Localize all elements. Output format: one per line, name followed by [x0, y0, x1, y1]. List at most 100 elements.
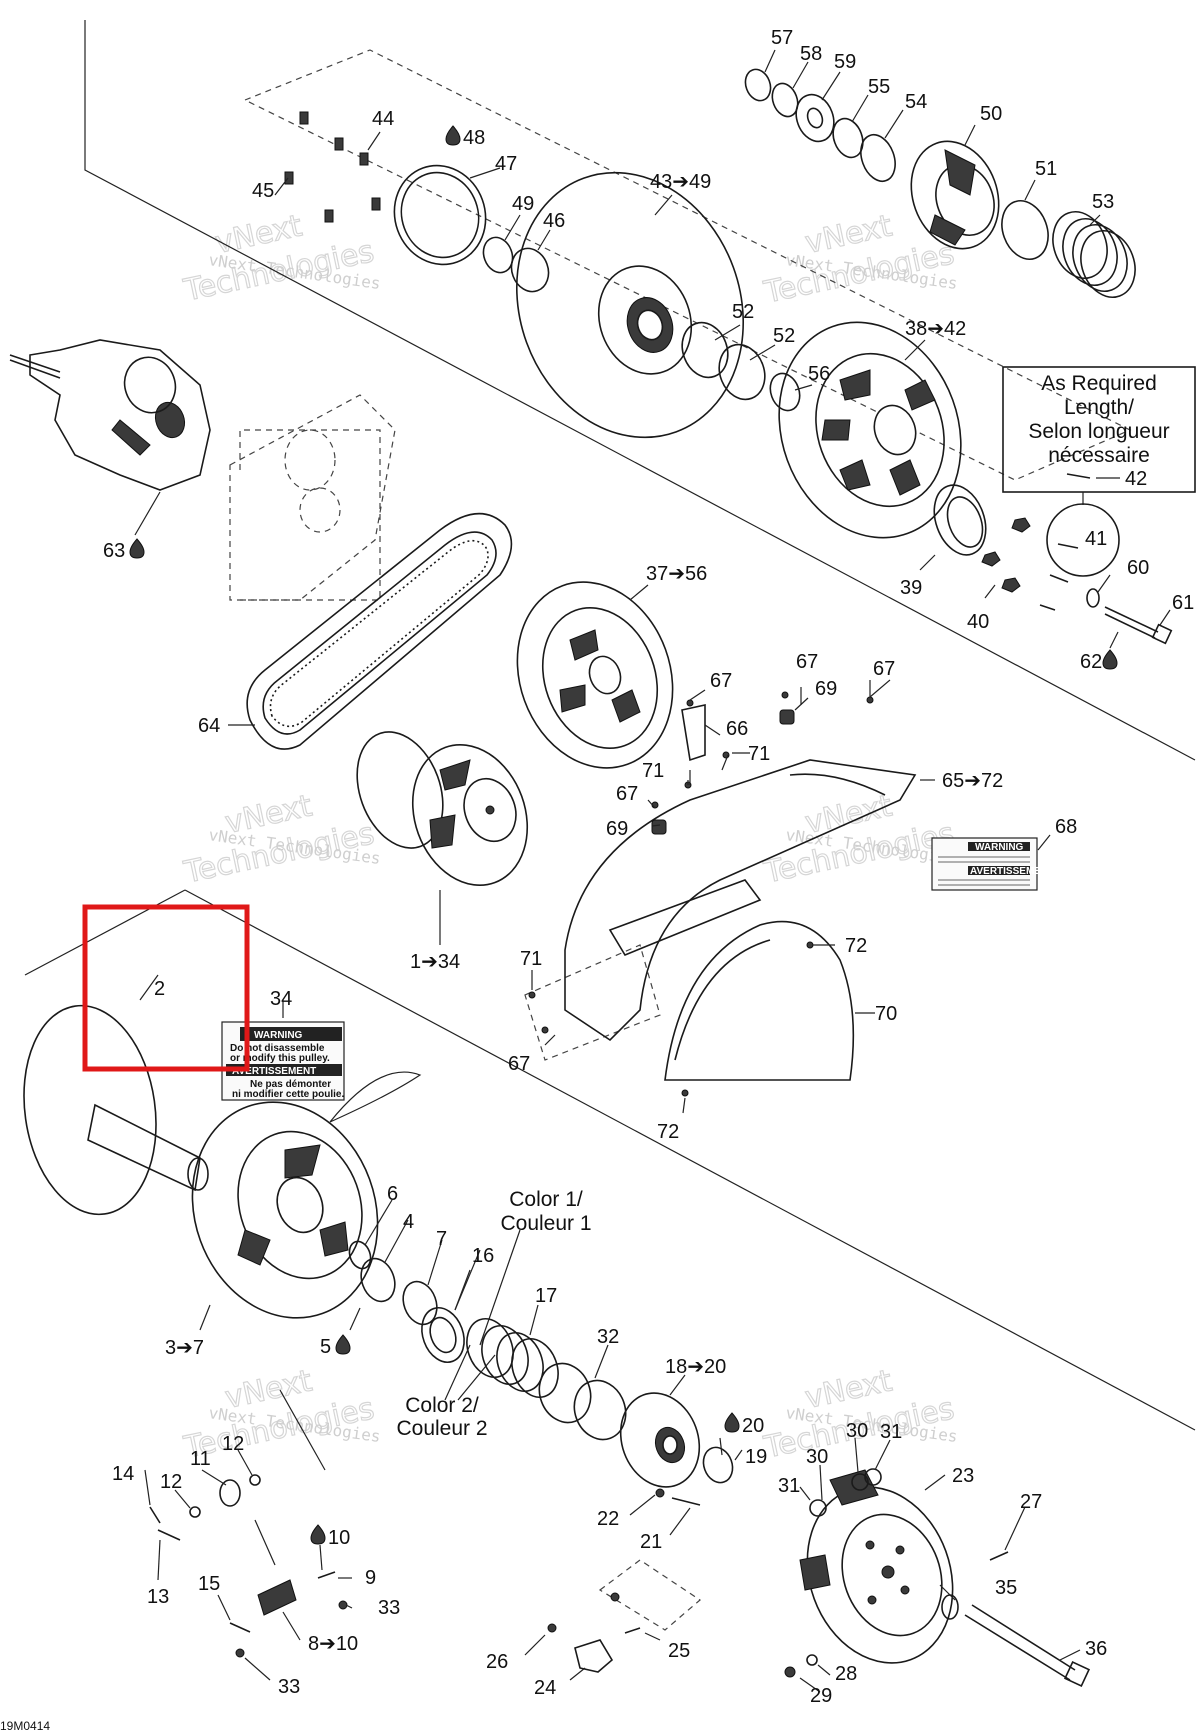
highlight-box [82, 904, 250, 1072]
part-8 [257, 1579, 297, 1616]
part-23 [799, 1469, 954, 1664]
part-40 [1001, 577, 1021, 593]
callout-12b: 12 [222, 1433, 244, 1455]
callout-55: 55 [868, 76, 890, 98]
callout-41: 41 [1085, 528, 1107, 550]
callout-15: 15 [198, 1573, 220, 1595]
part-70 [664, 920, 855, 1081]
part-18 [619, 1392, 701, 1488]
callout-31b: 31 [880, 1421, 902, 1443]
part-38 [778, 321, 962, 539]
part-3 [191, 1101, 379, 1319]
callout-72a: 72 [845, 935, 867, 957]
callout-37-56: 37➔56 [646, 563, 707, 585]
parts-group: As Required Length/ Selon longueur néces… [9, 68, 1196, 1688]
callout-36: 36 [1085, 1638, 1107, 1660]
callout-72b: 72 [657, 1121, 679, 1143]
part-57 [744, 68, 772, 102]
color-2-line-2: Couleur 2 [396, 1417, 487, 1440]
note-box: As Required Length/ Selon longueur néces… [1002, 366, 1196, 505]
callout-48: 48 [463, 127, 485, 149]
callout-13: 13 [147, 1586, 169, 1608]
callout-69a: 69 [815, 678, 837, 700]
part-12a [189, 1506, 201, 1518]
callout-47: 47 [495, 153, 517, 175]
part-engine-plate [229, 394, 396, 601]
svg-text:Ne pas démonter: Ne pas démonter [250, 1079, 331, 1090]
callout-52a: 52 [732, 301, 754, 323]
callout-33b: 33 [278, 1676, 300, 1698]
part-1 [356, 731, 529, 887]
callout-46: 46 [543, 210, 565, 232]
part-screw-a [610, 1592, 620, 1602]
svg-text:WARNING: WARNING [975, 842, 1024, 853]
part-43 [515, 171, 745, 439]
callout-67a: 67 [710, 670, 732, 692]
callout-71c: 71 [520, 948, 542, 970]
part-9 [317, 1571, 336, 1579]
part-64 [246, 512, 513, 750]
part-2 [23, 1004, 209, 1216]
svg-text:Do not disassemble: Do not disassemble [230, 1043, 325, 1054]
color-2-line-1: Color 2/ [405, 1394, 479, 1417]
part-47 [393, 164, 487, 266]
callout-70: 70 [875, 1003, 897, 1025]
callout-67b: 67 [796, 651, 818, 673]
part-30 [851, 1473, 869, 1491]
part-44-45-screws [284, 111, 381, 223]
leader-lines [134, 49, 1171, 1693]
callout-2: 2 [154, 978, 165, 1000]
part-61 [1104, 606, 1173, 645]
part-65-cover [564, 759, 917, 1042]
oil-drop-icon [724, 1412, 740, 1433]
callout-20-group: 20 [724, 1412, 764, 1437]
callout-43-49: 43➔49 [650, 171, 711, 193]
part-56 [769, 372, 801, 412]
callout-20: 20 [742, 1415, 764, 1437]
part-31b [864, 1468, 882, 1486]
callout-50: 50 [980, 103, 1002, 125]
frame-lines [24, 20, 1196, 1631]
part-39 [933, 484, 987, 556]
part-26 [547, 1623, 557, 1633]
callout-39: 39 [900, 577, 922, 599]
part-12b [249, 1474, 261, 1486]
callout-23: 23 [952, 1465, 974, 1487]
callout-66: 66 [726, 718, 748, 740]
part-7 [402, 1280, 438, 1326]
callout-33a: 33 [378, 1597, 400, 1619]
callout-1-34: 1➔34 [410, 951, 460, 973]
callout-5: 5 [320, 1336, 331, 1358]
callout-25: 25 [668, 1640, 690, 1662]
callout-62: 62 [1080, 651, 1102, 673]
part-31a [809, 1499, 827, 1517]
callout-7: 7 [436, 1228, 447, 1250]
callout-60: 60 [1127, 557, 1149, 579]
part-69-mid [651, 819, 667, 835]
warning-label-34: WARNING Do not disassemble or modify thi… [221, 1021, 345, 1101]
callout-42: 42 [1125, 468, 1147, 490]
callout-6: 6 [387, 1183, 398, 1205]
callout-62-group: 62 [1080, 649, 1118, 673]
part-33a [338, 1600, 348, 1610]
callout-67e: 67 [508, 1053, 530, 1075]
callout-51: 51 [1035, 158, 1057, 180]
part-60 [1086, 588, 1100, 608]
part-27 [989, 1551, 1009, 1561]
callout-30a: 30 [806, 1446, 828, 1468]
part-4 [360, 1257, 396, 1303]
callout-16: 16 [472, 1245, 494, 1267]
part-15 [229, 1622, 251, 1633]
callout-67c: 67 [873, 658, 895, 680]
part-52a [681, 321, 729, 379]
part-bolt-b [1039, 604, 1056, 611]
callout-69b: 69 [606, 818, 628, 840]
callout-17: 17 [535, 1285, 557, 1307]
part-11 [219, 1479, 241, 1507]
callout-40: 40 [967, 611, 989, 633]
callout-57: 57 [771, 27, 793, 49]
callout-labels: 57 58 59 55 54 50 51 53 44 48 47 45 49 4… [103, 27, 1194, 1707]
part-50 [910, 140, 1000, 250]
callout-68: 68 [1055, 816, 1077, 838]
